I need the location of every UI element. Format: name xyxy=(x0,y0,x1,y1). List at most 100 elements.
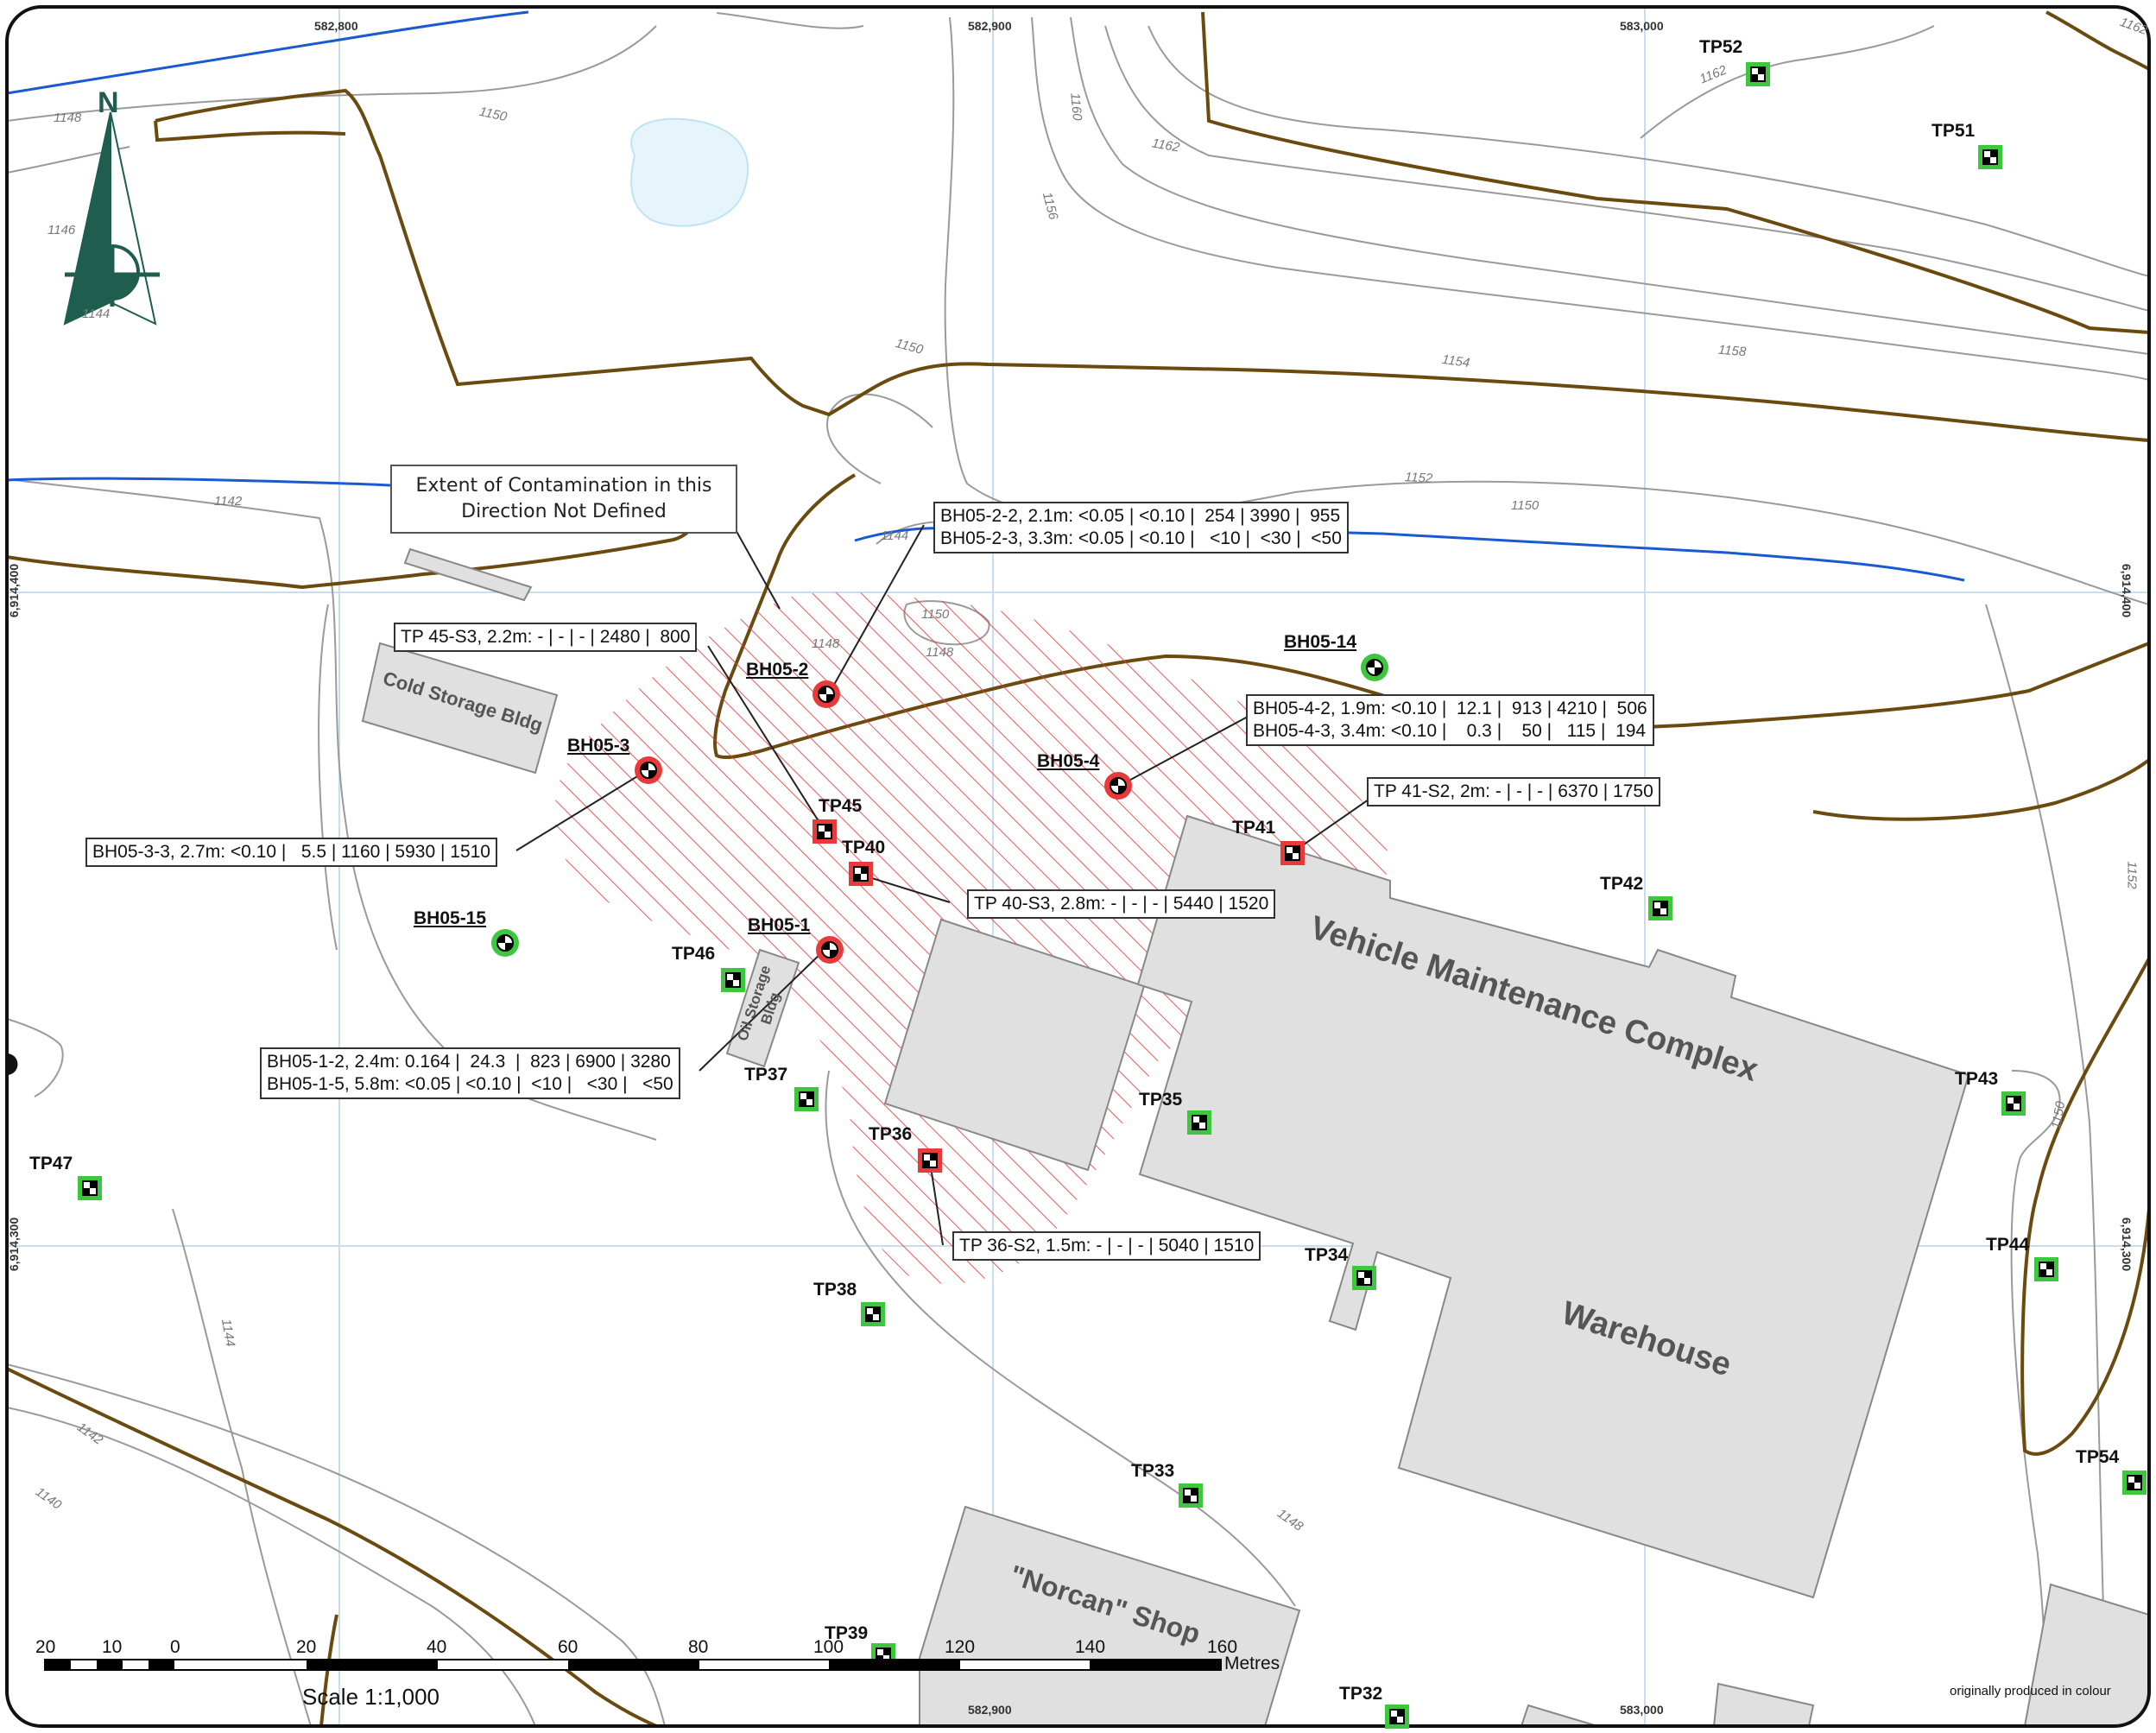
annotation-bh05-4: BH05-4-2, 1.9m: <0.10 | 12.1 | 913 | 421… xyxy=(1246,694,1654,746)
building-se-corner xyxy=(2023,1583,2149,1726)
test-pit-marker-icon xyxy=(721,968,745,992)
scale-tick-label: 0 xyxy=(170,1637,180,1657)
scale-tick-label: 120 xyxy=(945,1637,976,1657)
marker-label: TP52 xyxy=(1699,37,1743,57)
annotation-tp36: TP 36-S2, 1.5m: - | - | - | 5040 | 1510 xyxy=(952,1231,1261,1261)
test-pit-marker-icon xyxy=(812,819,837,844)
oil-storage-building xyxy=(725,948,800,1068)
leader-lines xyxy=(515,524,1369,1246)
northing-label-6914300-left: 6,914,300 xyxy=(7,1217,22,1272)
marker-label: TP40 xyxy=(842,838,886,857)
small-structure xyxy=(403,547,533,602)
test-pit-marker-icon xyxy=(1385,1705,1409,1729)
marker-label: BH05-1 xyxy=(748,915,811,935)
frame-notch xyxy=(7,1053,18,1075)
test-pit-marker-icon xyxy=(1352,1266,1376,1290)
contour-label: 1142 xyxy=(214,494,243,509)
scale-text: Scale 1:1,000 xyxy=(302,1684,440,1710)
marker-label: TP42 xyxy=(1600,874,1644,894)
scale-bar xyxy=(44,1659,1222,1671)
marker-label: TP46 xyxy=(672,944,716,964)
contour-label: 1148 xyxy=(812,636,840,651)
northing-label-6914400-right: 6,914,400 xyxy=(2120,563,2134,618)
marker-label: BH05-3 xyxy=(567,736,630,756)
test-pit-marker-icon xyxy=(1187,1110,1211,1135)
borehole-marker-icon xyxy=(1361,654,1388,681)
contour-label: 1146 xyxy=(47,223,76,237)
colour-note: originally produced in colour xyxy=(1950,1684,2111,1698)
test-pit-marker-icon xyxy=(2001,1091,2026,1116)
building-bottom-2 xyxy=(1520,1704,1598,1726)
north-arrow-icon xyxy=(63,111,160,326)
norcan-shop xyxy=(919,1505,1301,1726)
marker-label: TP39 xyxy=(825,1623,869,1643)
buildings xyxy=(361,547,2149,1726)
easting-label-583000: 583,000 xyxy=(1620,19,1664,33)
test-pit-marker-icon xyxy=(1179,1483,1203,1508)
marker-label: TP32 xyxy=(1339,1684,1383,1704)
marker-label: TP36 xyxy=(869,1124,913,1144)
marker-label: TP41 xyxy=(1232,818,1276,838)
easting-label-583000-bottom: 583,000 xyxy=(1620,1703,1664,1717)
marker-label: TP33 xyxy=(1131,1461,1175,1481)
contour-label: 1152 xyxy=(2124,861,2140,889)
northing-label-6914300-right: 6,914,300 xyxy=(2120,1217,2134,1272)
test-pit-marker-icon xyxy=(794,1087,819,1111)
borehole-marker-icon xyxy=(816,936,844,964)
test-pit-marker-icon xyxy=(2122,1471,2147,1495)
contour-label: 1144 xyxy=(881,528,909,543)
marker-label: BH05-4 xyxy=(1037,751,1100,771)
contour-label: 1144 xyxy=(82,307,111,321)
marker-label: TP47 xyxy=(29,1154,73,1173)
scale-tick-label: 40 xyxy=(427,1637,447,1657)
northing-label-6914400-left: 6,914,400 xyxy=(7,563,22,618)
north-label: N xyxy=(98,86,119,119)
test-pit-marker-icon xyxy=(918,1148,942,1173)
extent-callout: Extent of Contamination in this Directio… xyxy=(390,465,737,534)
annotation-tp45: TP 45-S3, 2.2m: - | - | - | 2480 | 800 xyxy=(394,623,698,652)
marker-label: TP54 xyxy=(2076,1447,2120,1467)
marker-label: TP43 xyxy=(1955,1069,1999,1089)
borehole-marker-icon xyxy=(812,680,840,708)
scale-tick-label: 80 xyxy=(688,1637,709,1657)
extent-callout-line1: Extent of Contamination in this xyxy=(415,475,712,496)
annotation-tp40: TP 40-S3, 2.8m: - | - | - | 5440 | 1520 xyxy=(967,889,1276,919)
contour-label: 1158 xyxy=(1717,342,1747,360)
contour-label: 1152 xyxy=(1404,470,1433,486)
contour-label: 1148 xyxy=(926,645,954,660)
test-pit-marker-icon xyxy=(1746,62,1770,86)
borehole-marker-icon xyxy=(635,756,662,784)
building-bottom xyxy=(1712,1682,1815,1726)
annotation-bh05-2: BH05-2-2, 2.1m: <0.05 | <0.10 | 254 | 39… xyxy=(933,502,1349,553)
scale-tick-label: 10 xyxy=(102,1637,123,1657)
annotation-tp41: TP 41-S2, 2m: - | - | - | 6370 | 1750 xyxy=(1367,777,1660,806)
marker-label: TP51 xyxy=(1932,121,1976,141)
contour-label: 1150 xyxy=(921,607,950,622)
marker-label: TP37 xyxy=(744,1065,788,1085)
test-pit-marker-icon xyxy=(78,1176,102,1200)
scale-tick-label: 20 xyxy=(35,1637,56,1657)
borehole-marker-icon xyxy=(491,929,519,957)
marker-label: BH05-14 xyxy=(1284,632,1357,652)
scale-tick-label: 60 xyxy=(558,1637,579,1657)
marker-label: TP38 xyxy=(813,1280,857,1300)
test-pit-marker-icon xyxy=(849,862,873,886)
cold-storage-building xyxy=(361,642,559,775)
test-pit-marker-icon xyxy=(861,1302,885,1326)
marker-label: TP35 xyxy=(1139,1090,1183,1110)
scale-tick-label: 140 xyxy=(1075,1637,1106,1657)
contour-label: 1148 xyxy=(54,111,82,125)
marker-label: TP44 xyxy=(1986,1235,2030,1255)
test-pit-marker-icon xyxy=(1280,841,1305,865)
marker-label: TP45 xyxy=(819,796,863,816)
test-pit-marker-icon xyxy=(2034,1257,2058,1281)
easting-label-582800: 582,800 xyxy=(314,19,358,33)
scale-unit: Metres xyxy=(1224,1654,1280,1673)
scale-tick-label: 100 xyxy=(813,1637,844,1657)
test-pit-marker-icon xyxy=(1978,145,2002,169)
easting-label-582900-bottom: 582,900 xyxy=(968,1703,1012,1717)
vehicle-maintenance-complex xyxy=(1136,814,1970,1599)
vmc-west-wing xyxy=(883,918,1146,1172)
marker-label: BH05-2 xyxy=(746,660,809,680)
